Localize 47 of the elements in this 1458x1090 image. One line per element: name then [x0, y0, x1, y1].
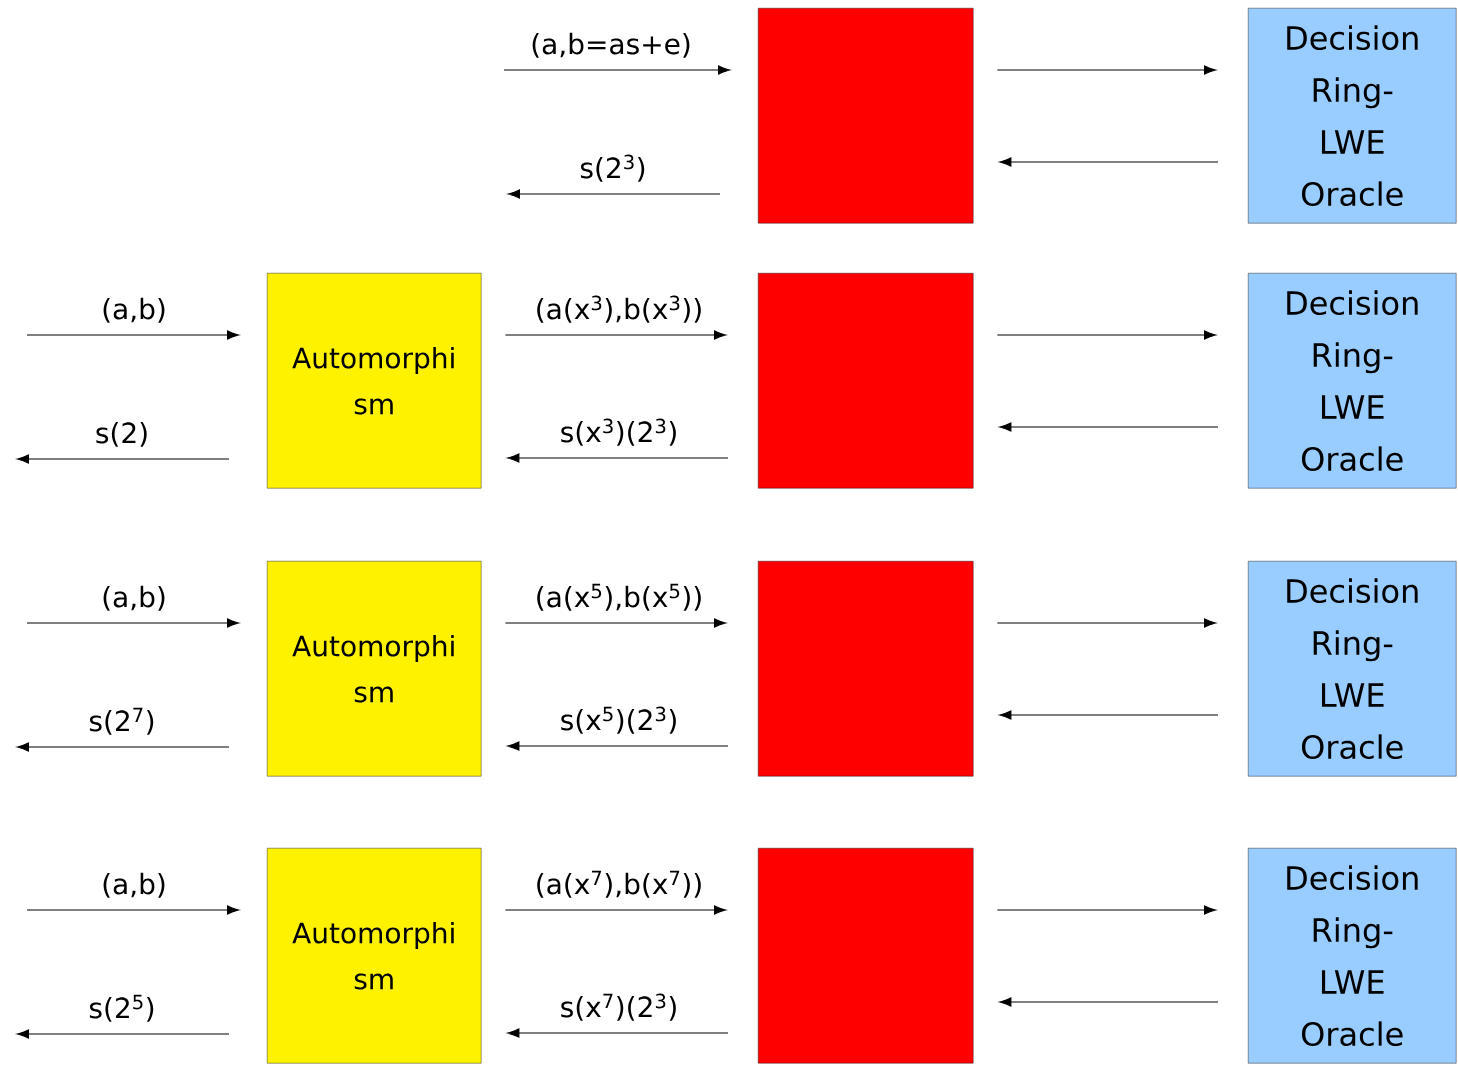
edge-label: (a(x$^{5}$),b(x$^{5}$)): [537, 583, 701, 611]
edge-label: s(2$^{3}$): [580, 154, 645, 182]
arrow: [507, 741, 729, 751]
process-box: Automorphi sm: [267, 273, 482, 489]
edge-label: (a(x$^{3}$),b(x$^{3}$)): [537, 295, 701, 323]
edge-label: s(2$^{5}$): [89, 994, 154, 1022]
arrow: [26, 905, 239, 915]
edge-label: (a(x$^{7}$),b(x$^{7}$)): [537, 870, 701, 898]
arrow: [996, 65, 1216, 75]
empty-box: [758, 273, 974, 489]
arrow: [996, 330, 1216, 340]
arrow: [999, 997, 1219, 1007]
edge-label: (a,b): [103, 585, 165, 611]
arrow: [504, 905, 726, 915]
edge-label: s(2$^{7}$): [89, 707, 154, 735]
process-box: Automorphi sm: [267, 561, 482, 777]
arrow: [26, 618, 239, 628]
arrow: [508, 189, 721, 199]
arrow: [17, 742, 230, 752]
arrow: [999, 422, 1219, 432]
edge-label: s(x$^{5}$)(2$^{3}$): [561, 706, 676, 734]
empty-box: [758, 848, 974, 1064]
arrow: [504, 330, 726, 340]
edge-label: (a,b=as+e): [532, 32, 690, 58]
arrow: [507, 1028, 729, 1038]
empty-box: [758, 561, 974, 777]
arrow: [507, 453, 729, 463]
edge-label: (a,b): [103, 872, 165, 898]
oracle-box: Decision Ring- LWE Oracle: [1248, 8, 1457, 224]
edge-label: s(x$^{7}$)(2$^{3}$): [561, 993, 676, 1021]
empty-box: [758, 8, 974, 224]
oracle-box: Decision Ring- LWE Oracle: [1248, 273, 1457, 489]
arrow: [999, 710, 1219, 720]
edge-label: (a,b): [103, 297, 165, 323]
oracle-box: Decision Ring- LWE Oracle: [1248, 561, 1457, 777]
oracle-box: Decision Ring- LWE Oracle: [1248, 848, 1457, 1064]
arrow: [504, 618, 726, 628]
arrow: [17, 1029, 230, 1039]
process-box: Automorphi sm: [267, 848, 482, 1064]
arrow: [26, 330, 239, 340]
arrow: [999, 157, 1219, 167]
arrow: [996, 618, 1216, 628]
arrow: [17, 454, 230, 464]
arrow: [996, 905, 1216, 915]
edge-label: s(2): [96, 421, 147, 447]
edge-label: s(x$^{3}$)(2$^{3}$): [561, 418, 676, 446]
arrow: [503, 65, 730, 75]
